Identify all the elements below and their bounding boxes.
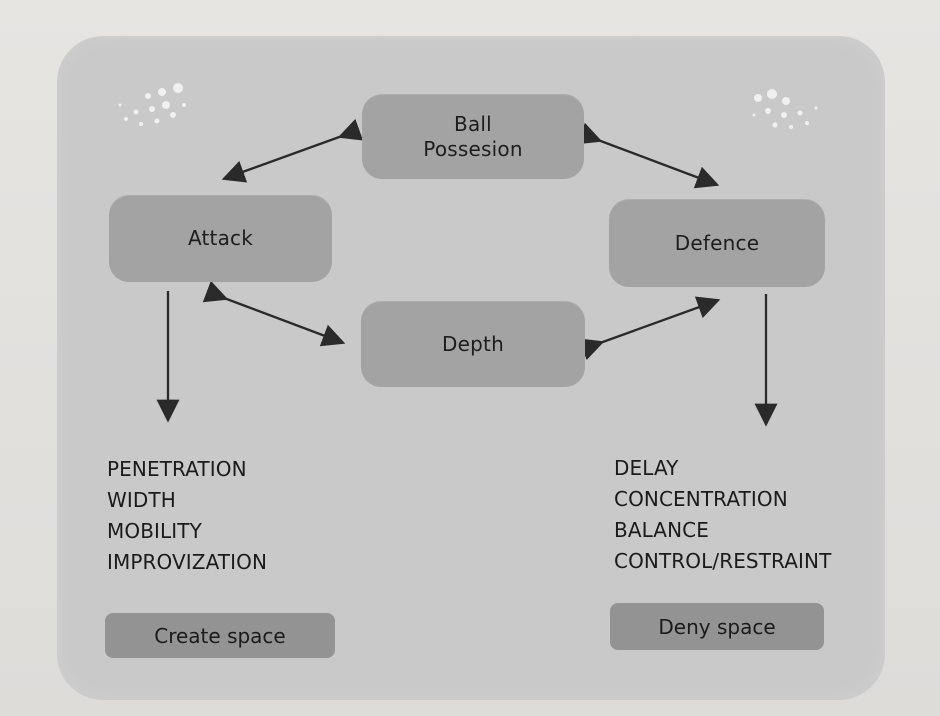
attack-principle-item: PENETRATION bbox=[107, 457, 247, 481]
node-attack: Attack bbox=[109, 195, 332, 282]
deny-space-box: Deny space bbox=[610, 603, 824, 650]
attack-principles-list: PENETRATION WIDTH MOBILITY IMPROVIZATION bbox=[107, 454, 307, 578]
attack-principle-item: WIDTH bbox=[107, 488, 176, 512]
create-space-box: Create space bbox=[105, 613, 335, 658]
node-depth-label: Depth bbox=[442, 331, 504, 356]
node-ball-possession-label: Ball Possesion bbox=[423, 111, 523, 161]
attack-principle-item: MOBILITY bbox=[107, 519, 202, 543]
sparkle-decoration-right bbox=[752, 89, 818, 129]
create-space-label: Create space bbox=[154, 623, 286, 648]
defence-principle-item: BALANCE bbox=[614, 518, 709, 542]
defence-principle-item: CONTROL/RESTRAINT bbox=[614, 549, 832, 573]
node-defence: Defence bbox=[609, 199, 825, 287]
node-depth: Depth bbox=[361, 301, 585, 387]
deny-space-label: Deny space bbox=[658, 614, 776, 639]
node-attack-label: Attack bbox=[187, 226, 254, 250]
defence-principle-item: DELAY bbox=[614, 456, 679, 480]
node-defence-label: Defence bbox=[674, 230, 760, 255]
sparkle-decoration-left bbox=[118, 83, 186, 126]
defence-principle-item: CONCENTRATION bbox=[614, 487, 788, 511]
node-ball-possession: Ball Possesion bbox=[362, 94, 584, 179]
attack-principle-item: IMPROVIZATION bbox=[107, 550, 268, 574]
defence-principles-list: DELAY CONCENTRATION BALANCE CONTROL/REST… bbox=[614, 453, 854, 577]
